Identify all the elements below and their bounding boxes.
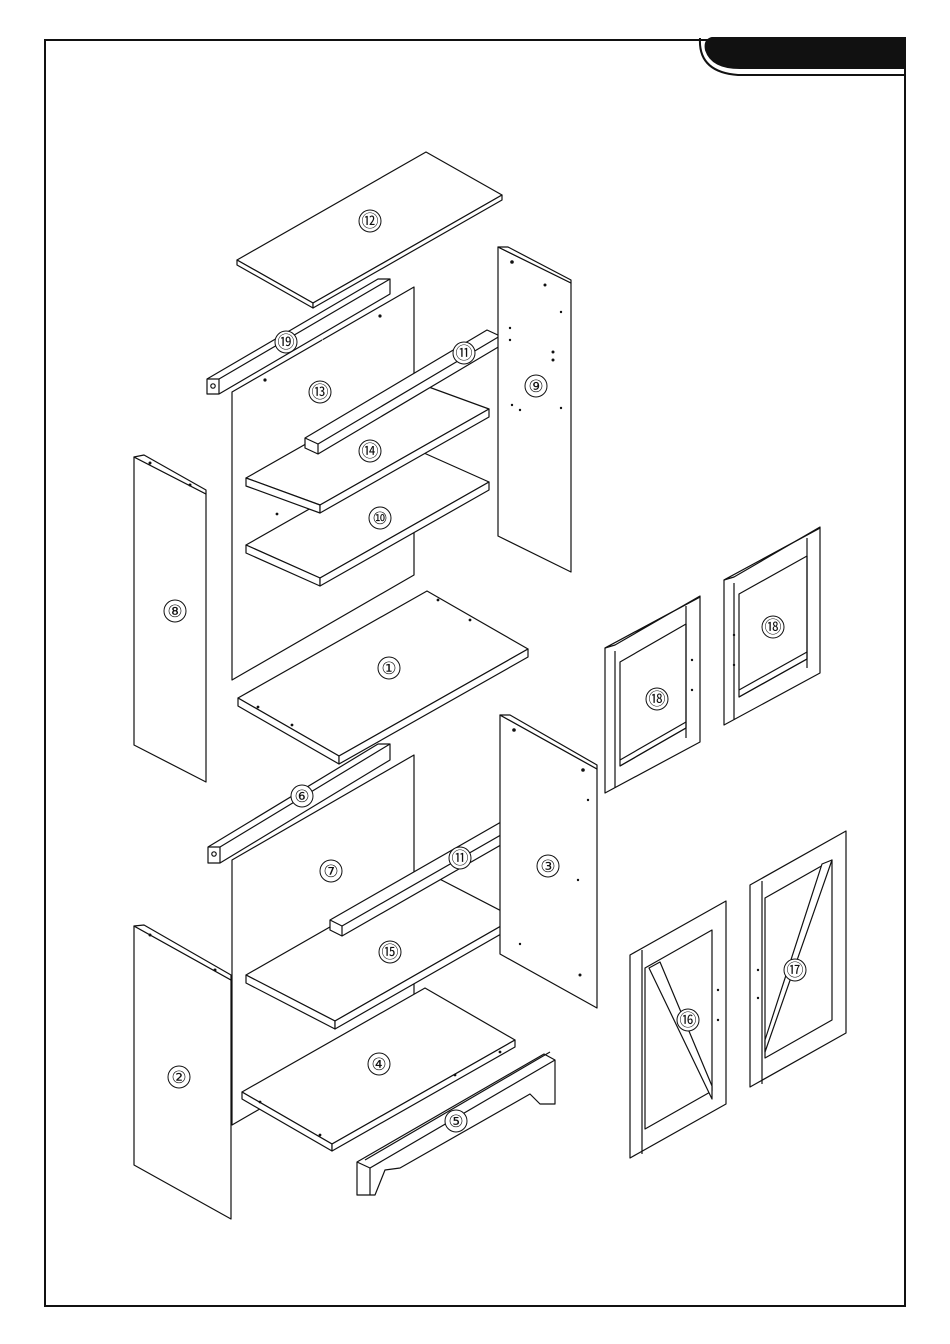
- part-16-barn-door: [630, 901, 726, 1158]
- svg-text:⑥: ⑥: [294, 787, 309, 806]
- label-part-10: ⑩: [369, 507, 391, 529]
- label-part-12: ⑫: [359, 210, 381, 232]
- svg-text:①: ①: [381, 659, 396, 678]
- label-part-3: ③: [537, 855, 559, 877]
- svg-text:⑯: ⑯: [680, 1011, 697, 1030]
- label-part-16: ⑯: [677, 1009, 699, 1031]
- label-part-15: ⑮: [379, 941, 401, 963]
- label-part-13: ⑬: [309, 381, 331, 403]
- svg-text:⑰: ⑰: [787, 961, 804, 980]
- svg-text:②: ②: [171, 1068, 186, 1087]
- label-part-19: ⑲: [275, 331, 297, 353]
- label-part-18-a: ⑱: [646, 688, 668, 710]
- svg-text:⑩: ⑩: [372, 509, 387, 528]
- svg-text:⑮: ⑮: [382, 943, 399, 962]
- label-part-14: ⑭: [359, 440, 381, 462]
- svg-text:⑫: ⑫: [362, 212, 379, 231]
- label-part-18-b: ⑱: [762, 616, 784, 638]
- svg-text:⑧: ⑧: [167, 602, 182, 621]
- svg-text:⑭: ⑭: [362, 442, 379, 461]
- svg-text:⑨: ⑨: [528, 377, 543, 396]
- label-part-8: ⑧: [164, 600, 186, 622]
- corner-tab: [706, 38, 905, 68]
- label-part-2: ②: [168, 1066, 190, 1088]
- svg-text:⑦: ⑦: [323, 862, 338, 881]
- svg-text:④: ④: [371, 1055, 386, 1074]
- label-part-9: ⑨: [525, 375, 547, 397]
- label-part-11-upper: ⑪: [453, 342, 475, 364]
- label-part-4: ④: [368, 1053, 390, 1075]
- svg-text:⑲: ⑲: [278, 333, 295, 352]
- svg-text:⑬: ⑬: [312, 383, 329, 402]
- svg-text:⑱: ⑱: [765, 618, 782, 637]
- label-part-6: ⑥: [291, 785, 313, 807]
- svg-text:⑤: ⑤: [448, 1112, 463, 1131]
- label-part-17: ⑰: [784, 959, 806, 981]
- svg-text:⑱: ⑱: [649, 690, 666, 709]
- label-part-1: ①: [378, 657, 400, 679]
- label-part-11-lower: ⑪: [449, 847, 471, 869]
- svg-text:⑪: ⑪: [456, 344, 473, 363]
- part-9-right-side-panel: [498, 247, 571, 572]
- label-part-5: ⑤: [445, 1110, 467, 1132]
- svg-text:⑪: ⑪: [452, 849, 469, 868]
- svg-text:③: ③: [540, 857, 555, 876]
- label-part-7: ⑦: [320, 860, 342, 882]
